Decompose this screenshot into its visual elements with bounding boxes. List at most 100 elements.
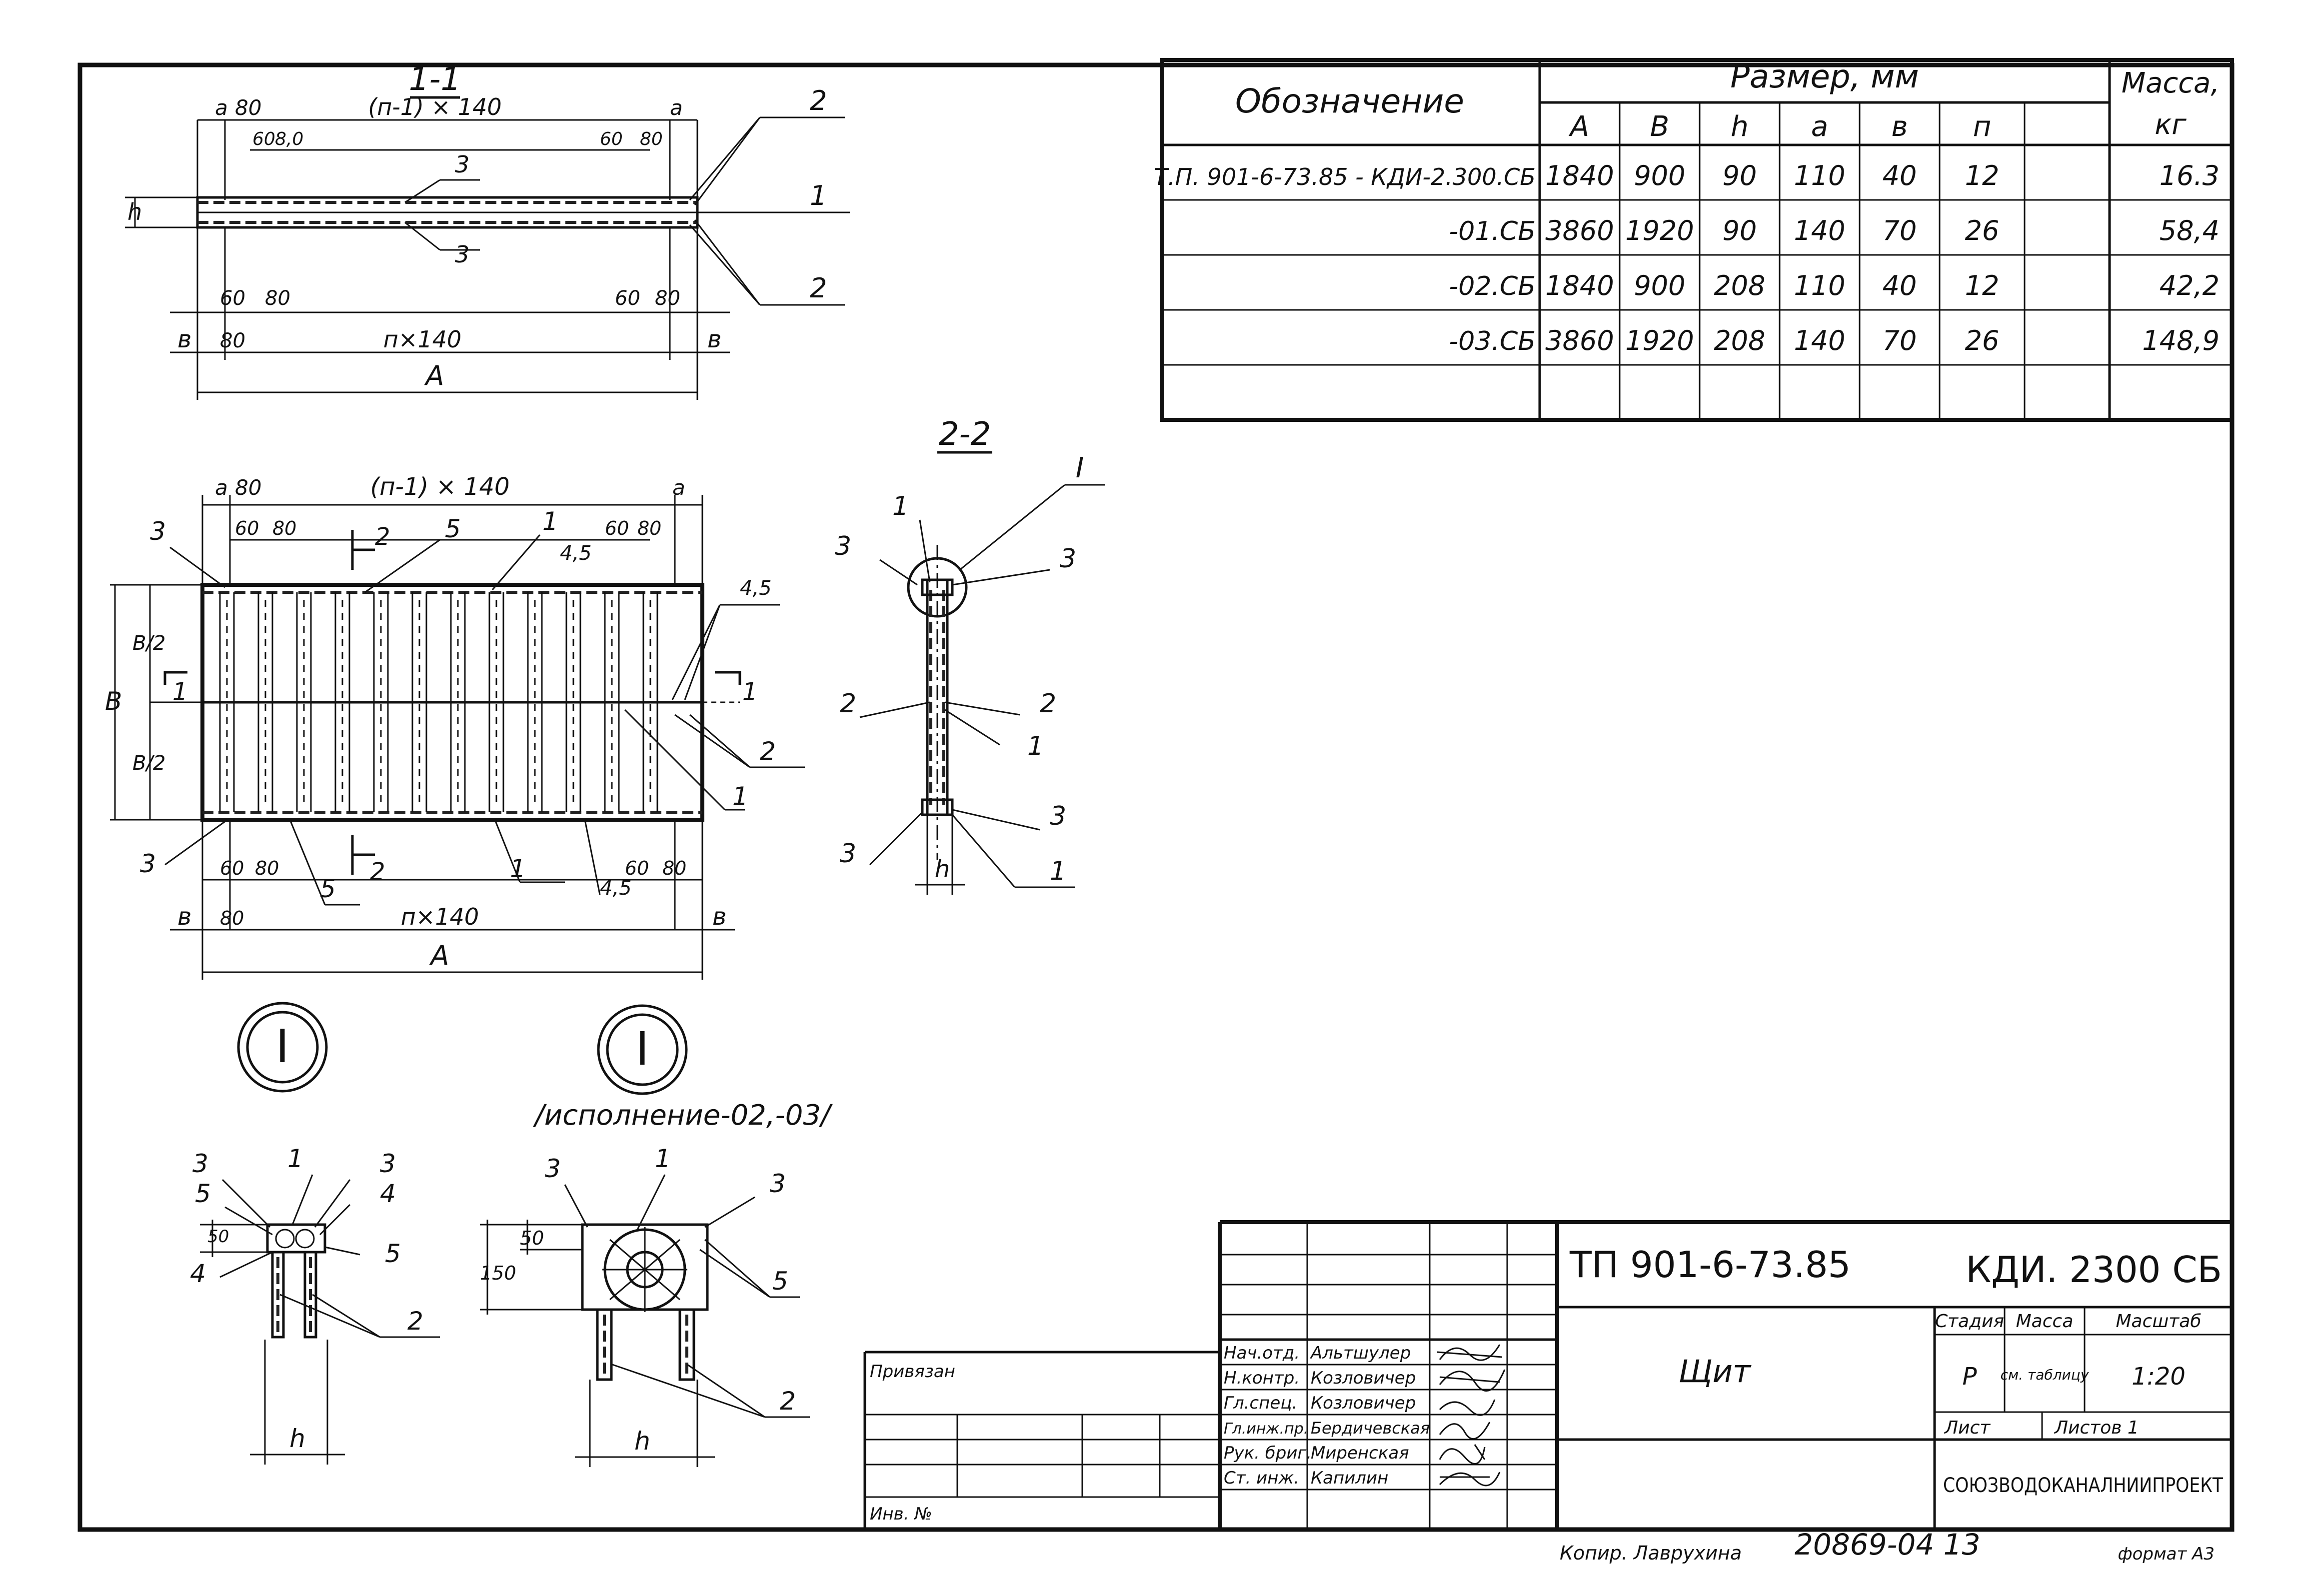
plan-dim-60-bl: 60 <box>220 857 244 879</box>
node-1-alt-inner-circle <box>606 1013 679 1086</box>
plan-call-1-bottom: 1 <box>510 854 526 883</box>
signature-3 <box>1439 1422 1491 1440</box>
header-designation: Обозначение <box>1235 82 1464 120</box>
s11-call-2-top: 2 <box>810 85 827 116</box>
plan-cut-mark-bottom: 2 <box>370 858 385 886</box>
plan-cut-mark-top: 2 <box>375 523 390 551</box>
signature-5 <box>1439 1472 1501 1487</box>
plan-call-5-top: 5 <box>445 514 461 543</box>
n1a-call-5: 5 <box>772 1267 788 1296</box>
header-mass-unit: кг <box>2155 108 2187 141</box>
row-1-b: 70 <box>1883 215 1917 246</box>
mass-label: Масса <box>2016 1311 2074 1332</box>
subheader-h: h <box>1731 110 1749 143</box>
n1a-call-1: 1 <box>655 1144 671 1173</box>
node-1-detail: I 50 3 5 4 1 3 4 5 2 h <box>190 1002 440 1465</box>
footer-format: формат А3 <box>2118 1544 2215 1564</box>
s11-dim-60-br: 60 <box>615 287 640 310</box>
signature-4 <box>1439 1444 1486 1465</box>
plan-call-3-top: 3 <box>150 517 166 546</box>
plan-dim-60-br: 60 <box>625 857 649 879</box>
n1-call-5-left: 5 <box>195 1179 211 1208</box>
row-1-B: 1920 <box>1625 215 1694 246</box>
s22-dim-h: h <box>935 855 950 883</box>
s11-call-2-bottom: 2 <box>810 272 827 304</box>
plan-dim-A: А <box>429 940 449 971</box>
attached-label: Привязан <box>870 1362 955 1382</box>
section-2-2: 2-2 I 3 1 3 2 2 1 3 3 1 h <box>835 416 1105 895</box>
plan-dim-45-right: 4,5 <box>740 577 772 600</box>
role-2: Гл.спец. <box>1224 1393 1297 1413</box>
row-3-designation: -03.СБ <box>1449 326 1536 356</box>
role-0: Нач.отд. <box>1224 1343 1300 1363</box>
s11-dim-top: (п-1) × 140 <box>368 93 501 120</box>
signature-2 <box>1439 1399 1496 1416</box>
header-mass: Масса, <box>2122 67 2220 99</box>
plan-dim-a-right: а <box>672 475 685 500</box>
row-1-designation: -01.СБ <box>1449 216 1536 246</box>
subheader-b: в <box>1891 110 1908 143</box>
row-2-A: 1840 <box>1545 270 1614 301</box>
node-1-alt-mark: I <box>635 1022 649 1076</box>
row-0-b: 40 <box>1883 160 1917 191</box>
n1a-call-3-right: 3 <box>770 1169 786 1198</box>
s11-dim-60-right: 60 <box>600 129 623 149</box>
row-2-h: 208 <box>1714 270 1765 301</box>
plan-dim-B: В <box>105 687 122 716</box>
n1a-dim-50: 50 <box>520 1227 544 1249</box>
n1a-dim-h: h <box>634 1427 650 1456</box>
s11-dim-60-bl: 60 <box>220 287 245 310</box>
row-0-n: 12 <box>1965 160 2000 191</box>
s11-dim-60-left: 60 <box>252 129 275 149</box>
subheader-a: а <box>1811 110 1828 143</box>
s22-call-3-br: 3 <box>1050 801 1066 831</box>
plan-dim-a-left: а <box>215 475 228 500</box>
row-3-A: 3860 <box>1545 325 1614 356</box>
row-1-A: 3860 <box>1545 215 1614 246</box>
signature-0 <box>1437 1344 1503 1361</box>
subheader-n: п <box>1973 110 1992 143</box>
row-2-B: 900 <box>1634 270 1685 301</box>
plan-dim-b-left: в <box>177 903 191 931</box>
plan-dim-60-tl: 60 <box>235 517 259 539</box>
plan-dim-80-tr: 80 <box>637 517 661 539</box>
plan-dim-80-bottom: 80 <box>220 907 244 929</box>
n1-call-1: 1 <box>287 1144 303 1173</box>
role-3: Гл.инж.пр. <box>1224 1420 1308 1438</box>
name-1: Козловичер <box>1311 1368 1416 1388</box>
row-1-mass: 58,4 <box>2160 215 2220 246</box>
row-0-A: 1840 <box>1545 160 1614 191</box>
plan-dim-80-br: 80 <box>662 857 686 879</box>
plan-call-1-top: 1 <box>542 507 558 536</box>
s22-call-1-bottom: 1 <box>1050 856 1066 886</box>
row-3-a: 140 <box>1794 325 1845 356</box>
row-1-h: 90 <box>1723 215 1757 246</box>
s11-dim-b-right: в <box>707 325 721 353</box>
header-size: Размер, мм <box>1730 58 1919 95</box>
role-1: Н.контр. <box>1224 1368 1300 1388</box>
row-3-mass: 148,9 <box>2142 325 2220 356</box>
row-3-B: 1920 <box>1625 325 1694 356</box>
sheet-label: Лист <box>1944 1418 1991 1438</box>
plan-dim-45-top: 4,5 <box>560 542 592 565</box>
section-2-2-title: 2-2 <box>939 416 991 453</box>
organization: СОЮЗВОДОКАНАЛНИИПРОЕКТ <box>1943 1474 2223 1497</box>
s11-dim-80-br: 80 <box>655 287 680 310</box>
s11-dim-b-left: в <box>177 325 191 353</box>
row-2-mass: 42,2 <box>2160 270 2220 301</box>
name-4: Миренская <box>1311 1443 1409 1463</box>
row-2-n: 12 <box>1965 270 2000 301</box>
row-0-a: 110 <box>1794 160 1845 191</box>
row-3-b: 70 <box>1883 325 1917 356</box>
s22-call-3-tr: 3 <box>1060 544 1076 574</box>
node-1-inner-circle <box>246 1011 319 1084</box>
section-1-1-title: 1-1 <box>409 61 461 98</box>
row-1-a: 140 <box>1794 215 1845 246</box>
s11-dim-a-right: а <box>670 95 683 120</box>
n1-call-2: 2 <box>407 1307 423 1336</box>
s11-dim-80-bl: 80 <box>265 287 290 310</box>
plan-call-1-right: 1 <box>732 782 748 811</box>
mass-value: см. таблицу <box>2001 1367 2089 1383</box>
